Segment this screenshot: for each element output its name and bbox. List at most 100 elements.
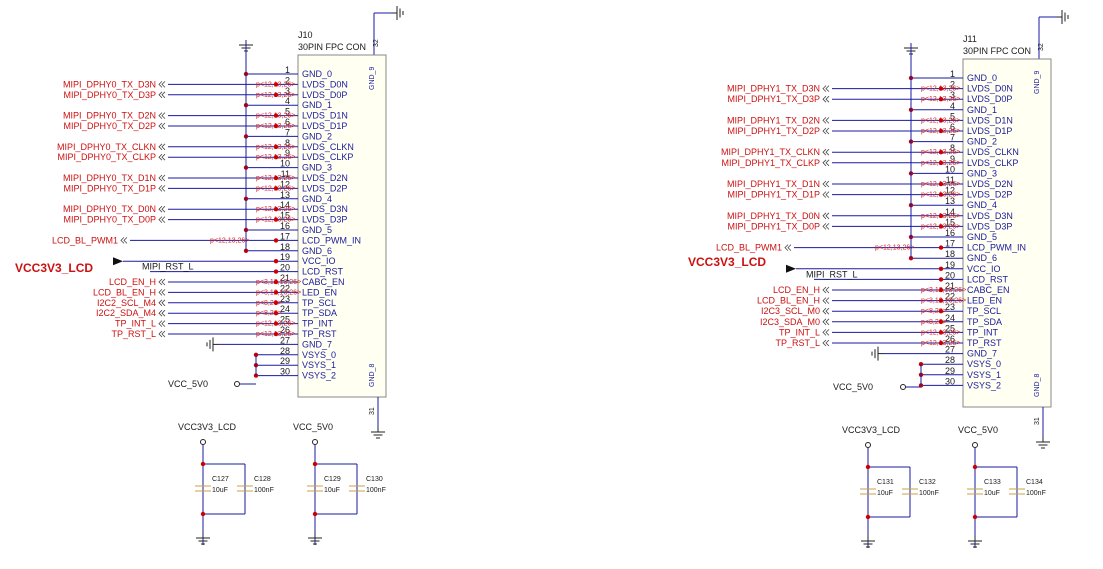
pin-name: LVDS_D0N	[302, 79, 348, 89]
pin-number: 11	[281, 169, 290, 179]
offpage-connector-icon	[822, 159, 830, 167]
pin-name: VCC_IO	[967, 264, 1001, 274]
page-ref-label: p<8,26>	[256, 310, 282, 317]
pin-name: LVDS_D1P	[302, 121, 347, 131]
junction-dot	[938, 298, 944, 303]
net-label: MIPI_DPHY1_TX_D1P	[727, 190, 820, 200]
capacitor-ref: C129	[324, 476, 341, 483]
capacitor-ref: C132	[919, 479, 936, 486]
offpage-connector-icon	[822, 307, 830, 315]
pin-number: 26	[280, 325, 290, 335]
net-label: LCD_EN_H	[773, 285, 820, 295]
pin-number: 16	[945, 228, 955, 238]
junction-dot	[273, 279, 279, 285]
pin-number: 25	[280, 315, 290, 325]
pin-number: 14	[945, 207, 955, 217]
pin-number: 29	[280, 356, 290, 366]
junction-dot	[938, 160, 944, 165]
capacitor-value: 100nF	[254, 487, 274, 494]
junction-dot	[938, 287, 944, 293]
junction-dot	[938, 330, 944, 335]
pin-number: 24	[945, 313, 955, 323]
pin-number: 18	[945, 249, 955, 259]
connector-part-name: 30PIN FPC CON	[963, 46, 1031, 56]
junction-dot	[938, 192, 944, 197]
junction-dot	[938, 128, 944, 134]
pin-name: TP_SDA	[967, 317, 1002, 327]
capacitor-ref: C134	[1026, 479, 1043, 486]
net-label: TP_RST_L	[111, 329, 156, 339]
pin-name: GND_3	[967, 168, 997, 178]
pin-number: 21	[945, 281, 955, 291]
pin-name: LVDS_D3N	[302, 204, 348, 214]
junction-dot	[273, 217, 279, 222]
net-label: MIPI_DPHY1_TX_D1N	[727, 179, 820, 189]
pin-name: TP_SDA	[302, 308, 337, 318]
pin-name: VSYS_2	[302, 371, 336, 381]
net-label: LCD_BL_EN_H	[93, 287, 156, 297]
pin-number: 7	[950, 133, 955, 143]
page-ref-label: p<12,13,26>	[875, 245, 914, 252]
pin-name: LED_EN	[967, 296, 1002, 306]
net-label: MIPI_DPHY0_TX_D3P	[63, 90, 156, 100]
pin-name: LVDS_CLKP	[302, 152, 353, 162]
pin-number: 12	[945, 186, 955, 196]
cap-rail-label: VCC_5V0	[958, 425, 998, 435]
pin-name: LVDS_D2P	[302, 183, 347, 193]
cap-rail-label: VCC_5V0	[293, 422, 333, 432]
junction-dot	[200, 461, 206, 467]
pin-number: 8	[285, 138, 290, 148]
power-net-label: VCC3V3_LCD	[688, 255, 766, 269]
junction-dot	[938, 245, 944, 250]
pin-number: 8	[950, 143, 955, 153]
pin-number: 15	[280, 211, 290, 221]
pin-name: GND_7	[967, 349, 997, 359]
pin-name: GND_2	[967, 137, 997, 147]
pin-number: 20	[280, 263, 290, 273]
page-ref-label: p<3,12,13,26>	[921, 287, 966, 294]
junction-dot	[273, 259, 279, 264]
junction-dot	[938, 150, 944, 155]
junction-dot	[972, 464, 978, 470]
junction-dot	[938, 266, 944, 271]
pin-number: 6	[950, 122, 955, 132]
pin-name: TP_INT	[967, 327, 999, 337]
pin-name: GND_1	[302, 100, 332, 110]
body-label-gnd9: GND_9	[1034, 71, 1041, 94]
page-ref-label: p<3,12,13,26>	[256, 279, 301, 286]
offpage-connector-icon	[822, 180, 830, 188]
offpage-connector-icon	[822, 329, 830, 336]
cap-rail-label: VCC3V3_LCD	[178, 422, 237, 432]
pin-number: 18	[280, 242, 290, 252]
rail-port	[200, 439, 206, 445]
junction-dot	[938, 309, 944, 314]
net-label: MIPI_DPHY0_TX_D0N	[63, 204, 156, 214]
pin-name: GND_5	[967, 232, 997, 242]
offpage-connector-icon	[158, 112, 166, 119]
pin-name: VSYS_1	[967, 370, 1001, 380]
pin-name: GND_6	[302, 246, 332, 256]
pin-number: 28	[280, 346, 290, 356]
pin-name: VSYS_1	[302, 360, 336, 370]
net-label: MIPI_DPHY0_TX_D1P	[63, 183, 156, 193]
net-label: MIPI_DPHY1_TX_D2P	[727, 126, 820, 136]
capacitor-ref: C133	[984, 479, 1001, 486]
junction-dot	[273, 269, 279, 274]
pin-number: 1	[950, 69, 955, 79]
net-label: MIPI_DPHY0_TX_D0P	[63, 215, 156, 225]
junction-dot	[865, 514, 871, 520]
pin-number: 9	[285, 148, 290, 158]
page-ref-label: p<3,12,13,26>	[256, 289, 301, 296]
pin-name: GND_0	[967, 73, 997, 83]
offpage-connector-icon	[822, 127, 830, 135]
offpage-connector-icon	[158, 278, 166, 286]
offpage-connector-icon	[158, 330, 166, 338]
pin-number: 9	[950, 154, 955, 164]
pin-number: 23	[280, 294, 290, 304]
pin-name: LVDS_D2N	[967, 179, 1013, 189]
junction-dot	[938, 86, 944, 91]
offpage-connector-icon	[822, 339, 830, 347]
vcc5v0-label: VCC_5V0	[833, 382, 873, 392]
pin-number: 26	[945, 334, 955, 344]
pin-number: 19	[280, 252, 290, 262]
